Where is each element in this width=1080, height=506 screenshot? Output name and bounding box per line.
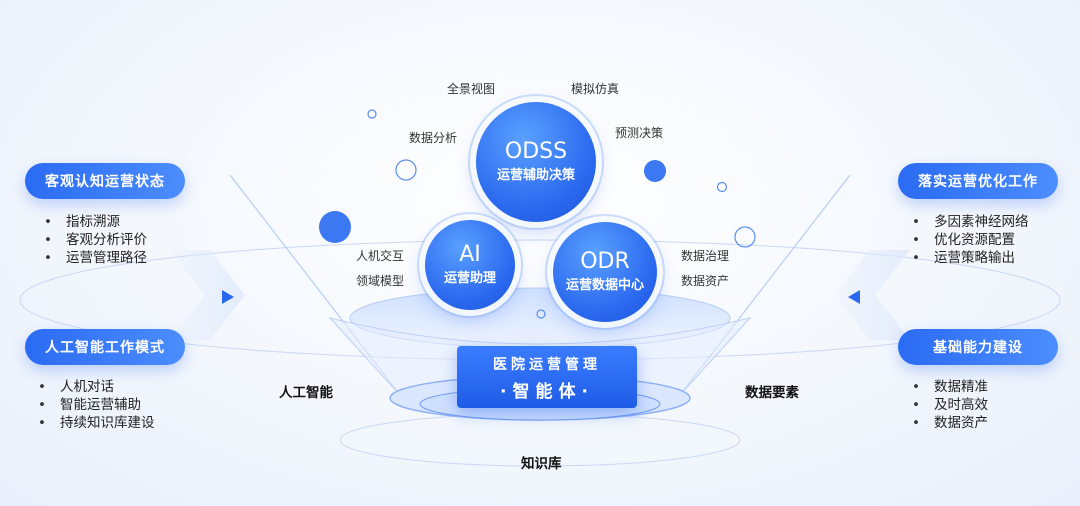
label-data-analysis: 数据分析 xyxy=(409,131,458,145)
list-item: 持续知识库建设 xyxy=(30,414,155,432)
list-objective-status: 指标溯源 客观分析评价 运营管理路径 xyxy=(36,213,147,267)
pill-foundation: 基础能力建设 xyxy=(898,329,1058,365)
circle-odr: ODR 运营数据中心 xyxy=(553,222,657,322)
list-foundation: 数据精准 及时高效 数据资产 xyxy=(904,378,988,432)
label-panorama: 全景视图 xyxy=(447,82,496,96)
circle-odss: ODSS 运营辅助决策 xyxy=(476,102,596,222)
list-item: 智能运营辅助 xyxy=(30,396,155,414)
label-data-elements: 数据要素 xyxy=(745,385,799,401)
circle-odr-subtitle: 运营数据中心 xyxy=(565,278,644,293)
list-item: 指标溯源 xyxy=(36,213,147,231)
circle-odr-title: ODR xyxy=(580,249,630,274)
list-optimization: 多因素神经网络 优化资源配置 运营策略输出 xyxy=(904,213,1029,267)
circle-odss-title: ODSS xyxy=(504,139,568,164)
list-item: 优化资源配置 xyxy=(904,231,1029,249)
pill-optimization: 落实运营优化工作 xyxy=(898,163,1058,199)
list-item: 运营策略输出 xyxy=(904,249,1029,267)
list-ai-mode: 人机对话 智能运营辅助 持续知识库建设 xyxy=(30,378,155,432)
label-domain-model: 领域模型 xyxy=(356,274,405,288)
list-item: 人机对话 xyxy=(30,378,155,396)
label-forecast: 预测决策 xyxy=(615,126,664,140)
list-item: 及时高效 xyxy=(904,396,988,414)
label-knowledge-base: 知识库 xyxy=(521,456,562,472)
label-human-interaction: 人机交互 xyxy=(356,249,405,263)
list-item: 运营管理路径 xyxy=(36,249,147,267)
pill-ai-mode: 人工智能工作模式 xyxy=(25,329,185,365)
center-agent-box: 医院运营管理 ·智能体· xyxy=(457,346,637,408)
center-title: 医院运营管理 xyxy=(493,357,601,373)
label-simulation: 模拟仿真 xyxy=(571,82,620,96)
center-subtitle: ·智能体· xyxy=(500,382,594,402)
circle-ai-title: AI xyxy=(459,242,481,267)
list-item: 数据资产 xyxy=(904,414,988,432)
list-item: 数据精准 xyxy=(904,378,988,396)
list-item: 客观分析评价 xyxy=(36,231,147,249)
label-artificial-intelligence: 人工智能 xyxy=(279,385,333,401)
label-data-governance: 数据治理 xyxy=(681,249,730,263)
label-data-assets: 数据资产 xyxy=(681,274,730,288)
circle-ai-subtitle: 运营助理 xyxy=(443,271,496,286)
pill-objective-status: 客观认知运营状态 xyxy=(25,163,185,199)
list-item: 多因素神经网络 xyxy=(904,213,1029,231)
circle-ai: AI 运营助理 xyxy=(425,220,515,310)
circle-odss-subtitle: 运营辅助决策 xyxy=(496,168,575,183)
